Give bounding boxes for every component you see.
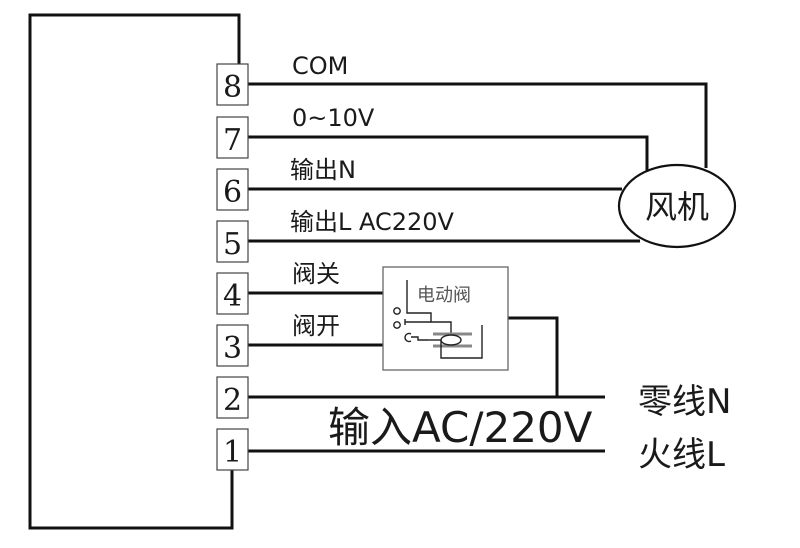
terminal-number: 4 bbox=[223, 279, 242, 314]
label-com: COM bbox=[292, 52, 348, 80]
terminal-number: 8 bbox=[223, 70, 242, 105]
terminal-number: 6 bbox=[223, 175, 242, 210]
label-0-10v: 0~10V bbox=[292, 104, 375, 132]
valve-symbol-icon bbox=[393, 280, 483, 359]
terminal-2: 2 bbox=[216, 376, 249, 419]
fan: 风机 bbox=[617, 163, 737, 249]
controller-body bbox=[28, 13, 241, 530]
terminal-5: 5 bbox=[216, 220, 249, 263]
terminal-8: 8 bbox=[216, 63, 249, 106]
label-valve-close: 阀关 bbox=[292, 260, 340, 288]
valve-box bbox=[382, 266, 509, 371]
power-input-label: 输入AC/220V bbox=[328, 403, 593, 452]
terminal-number: 1 bbox=[223, 435, 242, 470]
terminal-6: 6 bbox=[216, 168, 249, 211]
motorized-valve: 电动阀 bbox=[382, 266, 509, 371]
wire-com bbox=[248, 82, 708, 168]
fan-ellipse bbox=[617, 163, 737, 249]
terminal-4: 4 bbox=[216, 272, 249, 315]
label-output-n: 输出N bbox=[290, 156, 356, 184]
label-valve-open: 阀开 bbox=[292, 312, 340, 340]
terminal-7: 7 bbox=[216, 116, 249, 159]
terminal-number: 7 bbox=[223, 123, 242, 158]
terminal-1: 1 bbox=[216, 428, 249, 471]
valve-label: 电动阀 bbox=[417, 285, 471, 306]
terminal-3: 3 bbox=[216, 324, 249, 367]
wire-valve-neutral bbox=[508, 316, 559, 397]
label-output-l: 输出L AC220V bbox=[290, 208, 455, 236]
terminal-number: 3 bbox=[223, 331, 242, 366]
terminal-block: 8 7 6 5 4 3 2 1 bbox=[216, 63, 249, 471]
fan-label: 风机 bbox=[645, 188, 709, 226]
wire-0-10v bbox=[248, 135, 649, 176]
terminal-number: 5 bbox=[223, 227, 242, 262]
live-label: 火线L bbox=[638, 435, 725, 475]
terminal-number: 2 bbox=[223, 383, 242, 418]
neutral-label: 零线N bbox=[638, 382, 731, 422]
